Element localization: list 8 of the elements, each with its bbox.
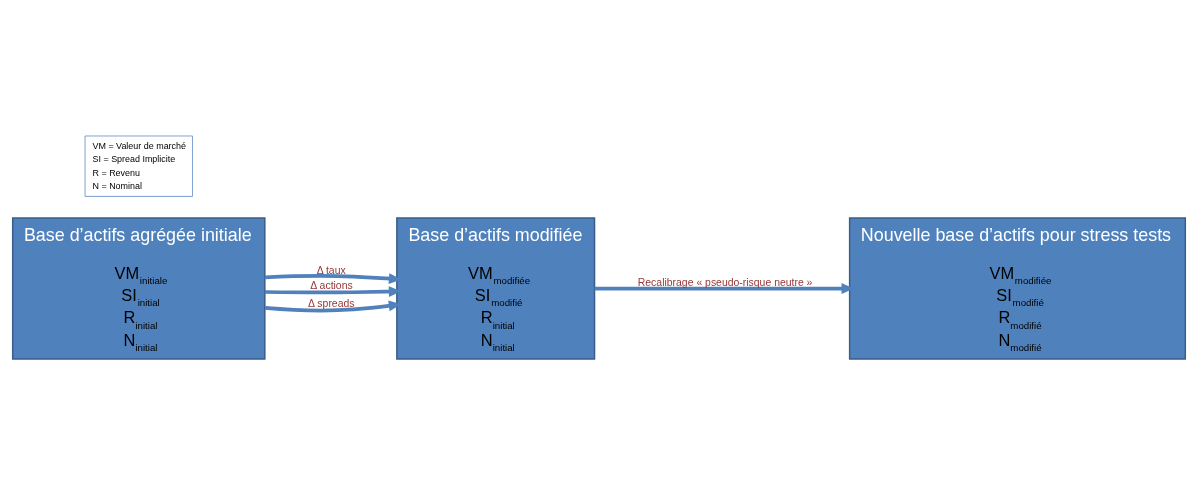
node-box: Base d’actifs modifiée VM$_{modifiée}$ SI$_{modifié}$ R$_{initial}$ N$_{initial}$	[396, 216, 596, 360]
edge-label: Δ actions	[310, 279, 353, 291]
node-box: VM = Valeur de marché SI = Spread Implicite R = Revenu N = Nominal	[84, 135, 193, 197]
edge-label: Recalibrage « pseudo-risque neutre »	[637, 276, 813, 288]
node-box: Base d’actifs agrégée initiale VM$_{initiale}$ SI$_{initial}$ R$_{initial}$ N$_{initial}$	[11, 216, 266, 360]
edge-label: Δ spreads	[308, 297, 355, 309]
edge-label: Δ taux	[316, 264, 346, 276]
node-box: Nouvelle base d’actifs pour stress tests VM$_{modifiée}$ SI$_{modifié}$ R$_{modifié}$ N$_{modifié}$	[848, 216, 1187, 360]
